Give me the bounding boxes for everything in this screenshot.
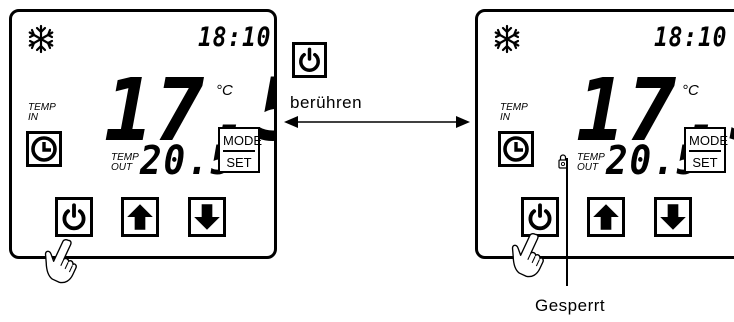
temp-out-label: TEMP OUT bbox=[577, 152, 605, 173]
timer-button[interactable] bbox=[26, 131, 62, 167]
temp-out-label: TEMP OUT bbox=[111, 152, 139, 173]
temp-in-label: TEMP IN bbox=[28, 102, 56, 123]
down-button[interactable] bbox=[654, 197, 692, 237]
set-label: SET bbox=[692, 155, 718, 170]
thermostat-display-right: 18:10 TEMP IN 17.5 °C TEMP OUT 20.5 MODE… bbox=[475, 9, 734, 259]
power-icon bbox=[292, 42, 327, 78]
locked-caption: Gesperrt bbox=[535, 296, 606, 315]
mode-set-button[interactable]: MODE SET bbox=[218, 127, 262, 173]
outdoor-temperature: 20.5 bbox=[606, 138, 700, 184]
lock-leader-line bbox=[566, 158, 568, 286]
double-arrow bbox=[284, 114, 470, 130]
timer-button[interactable] bbox=[498, 131, 534, 167]
power-button[interactable] bbox=[55, 197, 93, 237]
mode-label: MODE bbox=[223, 131, 262, 152]
up-button[interactable] bbox=[587, 197, 625, 237]
down-button[interactable] bbox=[188, 197, 226, 237]
mode-label: MODE bbox=[689, 131, 728, 152]
set-label: SET bbox=[226, 155, 252, 170]
outdoor-temperature: 20.5 bbox=[140, 138, 234, 184]
mode-set-button[interactable]: MODE SET bbox=[684, 127, 728, 173]
snowflake-icon bbox=[26, 24, 56, 54]
snowflake-icon bbox=[492, 24, 522, 54]
touch-caption: berühren bbox=[290, 93, 363, 112]
temperature-unit: °C bbox=[216, 82, 233, 99]
thermostat-display-left: 18:10 TEMP IN 17.5 °C TEMP OUT 20.5 MODE… bbox=[9, 9, 277, 259]
clock-display: 18:10 bbox=[654, 22, 728, 53]
power-button[interactable] bbox=[521, 197, 559, 237]
temperature-unit: °C bbox=[682, 82, 699, 99]
temp-in-label: TEMP IN bbox=[500, 102, 528, 123]
clock-display: 18:10 bbox=[198, 22, 272, 53]
up-button[interactable] bbox=[121, 197, 159, 237]
